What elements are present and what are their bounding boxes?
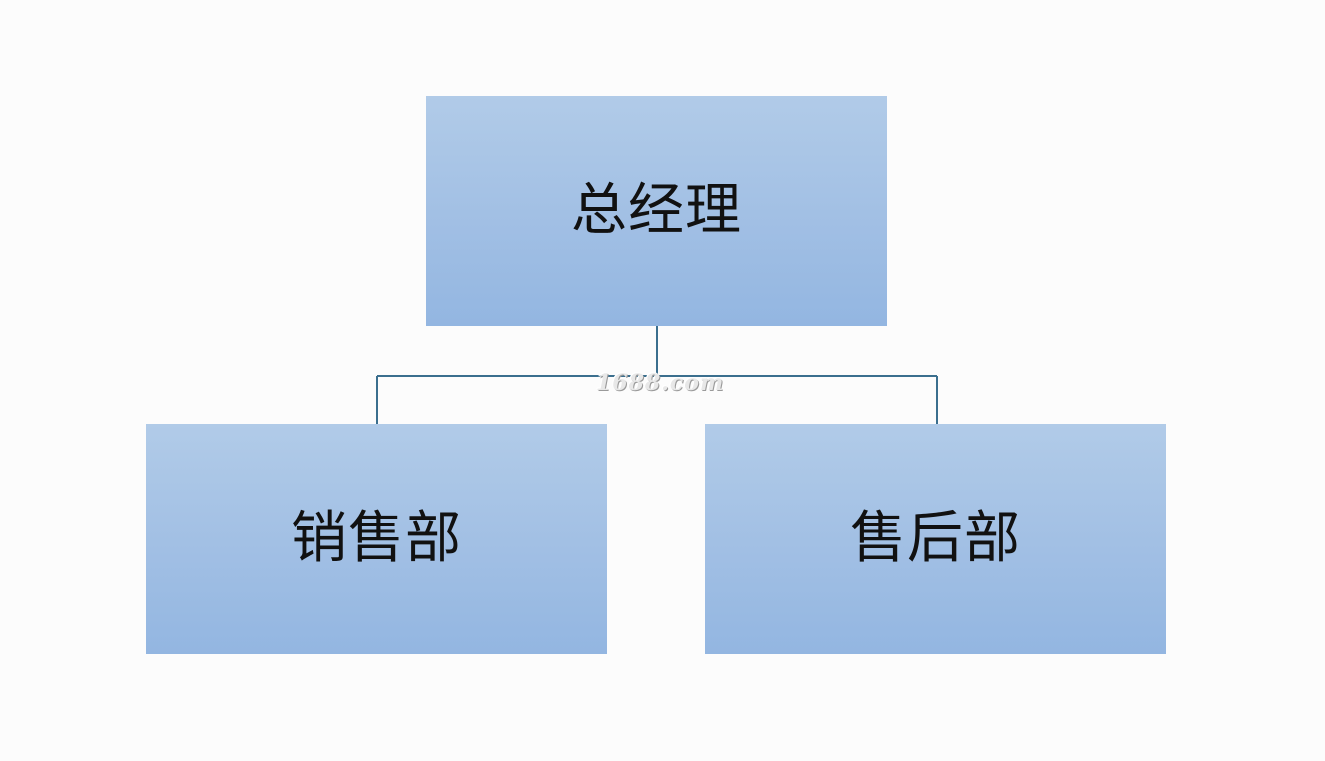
node-label: 总经理 xyxy=(571,178,742,243)
watermark: 1688.com xyxy=(596,370,725,396)
node-label: 销售部 xyxy=(291,506,462,571)
node-label: 售后部 xyxy=(850,506,1021,571)
node-general-manager[interactable]: 总经理 xyxy=(426,96,887,326)
node-after-sales-department[interactable]: 售后部 xyxy=(705,424,1166,654)
node-sales-department[interactable]: 销售部 xyxy=(146,424,607,654)
